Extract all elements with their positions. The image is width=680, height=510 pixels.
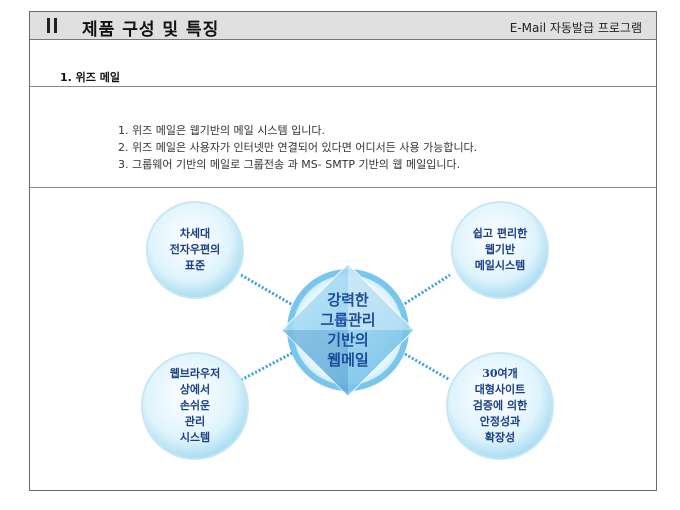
feature-diagram: 차세대 전자우편의 표준 쉽고 편리한 웹기반 메일시스템 웹브라우저 상에서 … [140,200,560,475]
list-item: 2. 위즈 메일은 사용자가 인터넷만 연결되어 있다면 어디서든 사용 가능합… [118,141,478,154]
bubble-bottom-right [446,352,554,460]
center-diamond [281,263,415,397]
center-line: 웹메일 [327,351,369,369]
bubble-line: 안정성과 [479,415,521,428]
bubble-line: 차세대 [179,227,211,240]
section-title: 1. 위즈 메일 [60,71,120,84]
bubble-line: 표준 [184,259,206,272]
divider [30,187,656,188]
connector-lines [240,273,451,382]
bubble-line: 전자우편의 [169,243,221,256]
bubble-bottom-left [141,352,249,460]
product-name: E-Mail 자동발급 프로그램 [509,21,642,35]
bubble-line: 시스템 [179,431,211,444]
divider [30,86,656,87]
page-title: 제품 구성 및 특징 [82,20,220,40]
bubble-line: 30여개 [482,367,518,380]
bubble-line: 메일시스템 [474,259,526,272]
bubble-line: 쉽고 편리한 [472,227,528,240]
bubble-line: 확장성 [484,431,516,444]
diagram-graphic [141,201,554,460]
center-line: 그룹관리 [320,311,376,329]
content-frame: 제품 구성 및 특징 E-Mail 자동발급 프로그램 1. 위즈 메일 1. … [29,11,657,491]
bubble-top-left-text: 차세대 전자우편의 표준 [145,226,245,274]
feature-list: 1. 위즈 메일은 웹기반의 메일 시스템 입니다. 2. 위즈 메일은 사용자… [118,122,477,173]
bubble-line: 손쉬운 [179,399,211,412]
page-header: 제품 구성 및 특징 E-Mail 자동발급 프로그램 [30,12,656,40]
center-line: 강력한 [327,291,369,309]
center-text: 강력한 그룹관리 기반의 웹메일 [298,290,398,370]
bubble-top-right-text: 쉽고 편리한 웹기반 메일시스템 [450,226,550,274]
center-line: 기반의 [327,331,369,349]
bubble-top-right [451,201,549,299]
section-marker-icon [47,18,59,33]
bubble-line: 관리 [184,415,206,428]
bubble-bottom-left-text: 웹브라우저 상에서 손쉬운 관리 시스템 [145,366,245,446]
bubble-line: 대형사이트 [474,383,526,396]
bubble-line: 웹브라우저 [169,367,221,380]
bubble-line: 웹기반 [484,243,516,256]
bubble-line: 검증에 의한 [472,399,528,412]
list-item: 3. 그룹웨어 기반의 메일로 그룹전송 과 MS- SMTP 기반의 웹 메일… [118,158,461,171]
bubble-line: 상에서 [179,383,211,396]
bubble-top-left [146,201,244,299]
bubble-bottom-right-text: 30여개 대형사이트 검증에 의한 안정성과 확장성 [445,366,555,446]
list-item: 1. 위즈 메일은 웹기반의 메일 시스템 입니다. [118,124,326,137]
